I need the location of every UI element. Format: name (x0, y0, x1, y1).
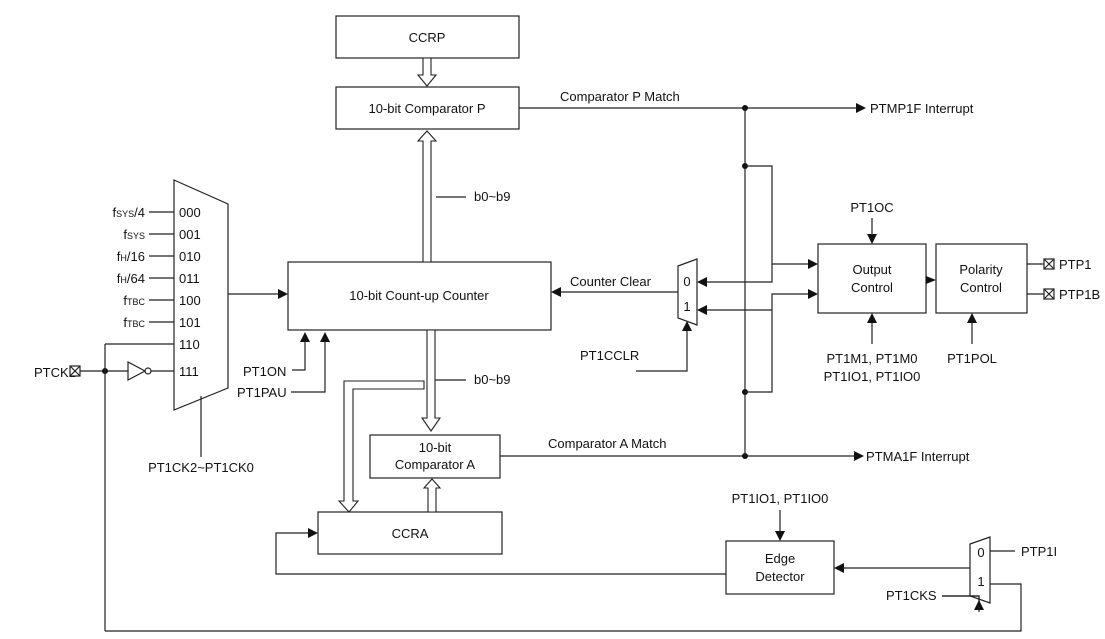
clock-input-1: fSYS (123, 227, 145, 242)
ptp1i-label: PTP1I (1021, 544, 1057, 559)
edge-detector-block: Edge Detector (725, 540, 835, 595)
pt1oc-label: PT1OC (850, 200, 893, 215)
ptp1-pin-icon (1043, 258, 1055, 270)
inverter-icon (127, 361, 152, 381)
clock-input-4: fTBC (123, 293, 145, 308)
edge-detector-label-line2: Detector (755, 569, 805, 584)
counter-block: 10-bit Count-up Counter (287, 261, 552, 331)
capture-source-mux: 0 1 (969, 536, 991, 604)
clock-select-mux (173, 179, 229, 411)
ccra-register: CCRA (317, 511, 503, 555)
capture-mux-input-1: 1 (977, 574, 984, 589)
pt1cks-label: PT1CKS (886, 588, 937, 603)
ptp1b-label: PTP1B (1059, 287, 1100, 302)
counter-clear-mux-input-1: 1 (683, 299, 690, 314)
comparator-p-match-label: Comparator P Match (560, 89, 680, 104)
pt1io-edge-label: PT1IO1, PT1IO0 (732, 491, 829, 506)
comparator-a-label-line2: Comparator A (395, 457, 476, 472)
comparator-a-match-label: Comparator A Match (548, 436, 667, 451)
comparator-p-block: 10-bit Comparator P (335, 86, 520, 130)
ptmp1f-interrupt-label: PTMP1F Interrupt (870, 101, 974, 116)
edge-detector-label-line1: Edge (765, 551, 795, 566)
mux-code-010: 010 (179, 249, 201, 264)
pt1m-label-line1: PT1M1, PT1M0 (826, 351, 917, 366)
comparator-a-label-line1: 10-bit (419, 440, 452, 455)
capture-mux-input-0: 0 (977, 545, 984, 560)
pt1m-label-line2: PT1IO1, PT1IO0 (824, 369, 921, 384)
ptp1-label: PTP1 (1059, 257, 1092, 272)
ccra-label: CCRA (392, 526, 429, 541)
clock-input-3: fH/64 (117, 271, 145, 286)
ptck1-label: PTCK1 (34, 365, 76, 380)
mux-code-001: 001 (179, 227, 201, 242)
clock-input-2: fH/16 (117, 249, 145, 264)
mux-code-110: 110 (179, 337, 200, 352)
pt1on-label: PT1ON (243, 364, 286, 379)
clock-select-label: PT1CK2~PT1CK0 (148, 460, 254, 475)
mux-code-101: 101 (179, 315, 201, 330)
bus-lower-label: b0~b9 (474, 372, 511, 387)
comparator-a-block: 10-bit Comparator A (369, 434, 501, 479)
output-control-block: Output Control (817, 243, 927, 314)
polarity-control-label-line1: Polarity (959, 262, 1003, 277)
bus-upper-label: b0~b9 (474, 189, 511, 204)
output-control-label-line1: Output (852, 262, 891, 277)
mux-code-111: 111 (179, 364, 199, 379)
polarity-control-block: Polarity Control (935, 243, 1028, 314)
pt1pol-label: PT1POL (947, 351, 997, 366)
polarity-control-label-line2: Control (960, 280, 1002, 295)
ptma1f-interrupt-label: PTMA1F Interrupt (866, 449, 970, 464)
comparator-p-label: 10-bit Comparator P (368, 101, 485, 116)
ccrp-label: CCRP (409, 30, 446, 45)
counter-clear-label: Counter Clear (570, 274, 652, 289)
ptck1-input: PTCK1 (34, 344, 174, 631)
ccrp-register: CCRP (335, 15, 520, 59)
pt1pau-label: PT1PAU (237, 385, 287, 400)
mux-code-000: 000 (179, 205, 201, 220)
counter-clear-mux: 0 1 (677, 258, 698, 326)
mux-code-011: 011 (179, 271, 200, 286)
counter-clear-mux-input-0: 0 (683, 274, 690, 289)
pt1cclr-label: PT1CCLR (580, 348, 639, 363)
clock-mux-inputs: fSYS/4 fSYS fH/16 fH/64 fTBC fTBC 000 00… (105, 205, 201, 379)
clock-input-0: fSYS/4 (113, 205, 145, 220)
counter-label: 10-bit Count-up Counter (349, 288, 489, 303)
pin-box-icon (69, 365, 81, 377)
clock-input-5: fTBC (123, 315, 145, 330)
output-control-label-line2: Control (851, 280, 893, 295)
mux-code-100: 100 (179, 293, 201, 308)
ptp1b-pin-icon (1043, 288, 1055, 300)
